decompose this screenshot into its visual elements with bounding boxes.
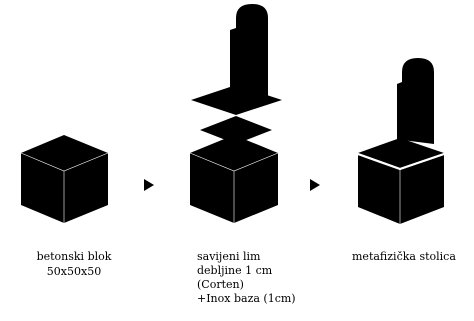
stool-cube-right	[400, 155, 444, 224]
bent-sheet-plate	[191, 85, 282, 115]
arrow-1	[144, 179, 154, 191]
stool-seat-top	[358, 138, 444, 168]
cube-right-face	[64, 153, 108, 223]
caption-bent-sheet-line3: (Corten)	[197, 278, 244, 291]
backrest-side	[230, 28, 236, 102]
caption-concrete-block-line2: 50x50x50	[46, 265, 102, 278]
caption-bent-sheet: savijeni lim debljine 1 cm (Corten) +Ino…	[197, 250, 296, 306]
exploded-cube-left	[190, 153, 234, 223]
concrete-block-cube	[20, 135, 109, 223]
caption-bent-sheet-line1: savijeni lim	[197, 250, 261, 263]
stool-cube-left	[358, 155, 400, 224]
arrow-2	[310, 179, 320, 191]
backrest-panel	[236, 4, 268, 100]
stool-backrest	[402, 58, 434, 144]
stool-backrest-side	[397, 82, 402, 142]
exploded-cube-right	[234, 153, 278, 223]
assembled-stool	[357, 58, 445, 224]
caption-bent-sheet-line2: debljine 1 cm	[197, 264, 273, 277]
caption-concrete-block-line1: betonski blok	[36, 250, 112, 263]
stool-inox-edge	[357, 152, 445, 171]
cube-left-face	[21, 153, 64, 223]
caption-metaphysical-stool: metafizička stolica	[352, 250, 456, 263]
exploded-stool	[189, 4, 282, 223]
inox-base-plate	[200, 116, 272, 144]
caption-bent-sheet-line4: +Inox baza (1cm)	[197, 292, 296, 305]
